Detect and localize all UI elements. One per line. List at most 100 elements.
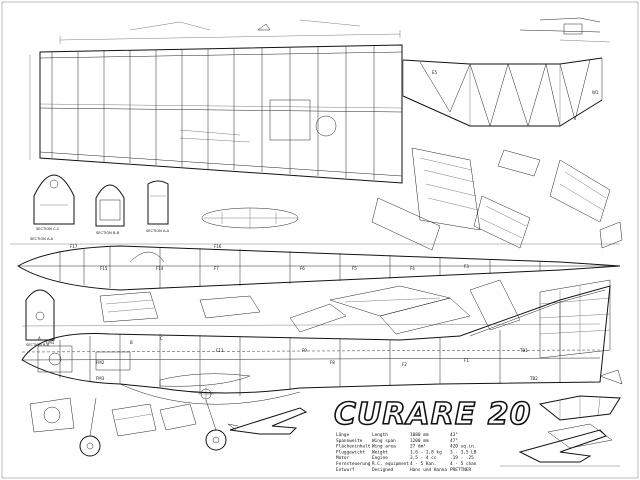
fin-tip-detail <box>599 369 623 385</box>
spec-value-5: 4 - 5 Kan. <box>410 461 436 467</box>
label-section-a1: SECTION A-A <box>30 237 54 241</box>
spec-alt-5: 4 - 5 chan <box>450 461 477 467</box>
fuselage-side-perspective <box>473 195 531 249</box>
servo-hatch <box>269 99 311 141</box>
wing-dihedral-view: E5 W1 <box>402 17 611 127</box>
spec-alt-3: 3 - 3,5 LB <box>450 449 477 455</box>
spec-value-4: 3,5 - 4 cc <box>410 455 437 461</box>
fuselage-top-formers <box>59 247 541 288</box>
plan-title: CURARE 20 <box>334 397 531 432</box>
label-f2: F2 <box>402 362 407 367</box>
front-wheel <box>79 435 101 457</box>
label-f13: F13 <box>216 348 224 353</box>
label-letter-c: C <box>160 336 163 341</box>
label-fm1: FM1 <box>46 340 55 345</box>
label-letter-b: B <box>130 340 133 345</box>
wing-panel-top <box>402 57 603 65</box>
wing-joiner-sketch <box>469 279 521 331</box>
wing-rib-jig-perspective <box>411 147 481 231</box>
spec-en-5: R.C. equipment <box>372 461 409 467</box>
label-f16: F16 <box>214 244 222 249</box>
label-f5: F5 <box>352 266 357 271</box>
wing-truss <box>469 63 561 127</box>
spec-alt-4: .19 - .25 <box>450 455 474 461</box>
spec-value-2: 27 dm² <box>410 444 426 450</box>
wing-plan <box>29 19 403 184</box>
spec-en-3: Weight <box>372 449 388 455</box>
fuselage-belly-line <box>119 383 301 405</box>
engine-mount-sketch <box>99 291 159 323</box>
section-bb-outline <box>95 184 125 227</box>
wing-trailing-edge-sheet <box>39 151 403 177</box>
fuselage-side-view: FM1 FM2 FM3 F13 F9 F8 F2 F1 TB1 TB2 C B … <box>21 285 611 405</box>
landing-gear-details <box>29 397 308 457</box>
fuselage-perspective-top <box>329 285 451 317</box>
label-f14: F14 <box>156 266 164 271</box>
spec-alt-6: PRETTNER <box>450 467 472 473</box>
label-letter-a: A <box>38 336 41 341</box>
wing-outline <box>39 44 403 184</box>
cowl-detail <box>29 397 75 433</box>
fuselage-top-view: F17 F16 F15 F14 F7 F6 F5 F4 F3 <box>10 243 621 291</box>
section-cc-outline <box>33 174 75 225</box>
stab-plan-outline <box>538 395 621 421</box>
wing-airfoil-in-fuselage <box>159 373 251 387</box>
wing-main-spar <box>39 107 403 113</box>
plane-silhouette-right <box>518 429 607 463</box>
fuel-tank-outline <box>95 351 131 371</box>
label-f3: F3 <box>464 264 469 269</box>
label-f4: F4 <box>410 266 415 271</box>
wheel-cutout <box>315 115 337 137</box>
label-tb1: TB1 <box>519 348 528 353</box>
label-fm2: FM2 <box>96 360 105 365</box>
spec-en-6: Designed <box>372 467 394 473</box>
label-f1: F1 <box>464 358 469 363</box>
spec-en-4: Engine <box>372 455 388 461</box>
label-tb2: TB2 <box>529 376 538 381</box>
stab-perspective <box>547 423 613 449</box>
engine-outline <box>37 345 73 373</box>
spec-alt-1: 47" <box>450 438 458 444</box>
label-f15: F15 <box>100 266 108 271</box>
fin-construction-sketch <box>539 279 611 359</box>
wing-spar-2 <box>39 103 403 109</box>
spec-de-6: Entwurf <box>336 467 355 473</box>
label-f6: F6 <box>300 266 305 271</box>
label-w1: W1 <box>592 90 599 95</box>
spec-alt-2: 420 sq.in. <box>450 444 476 450</box>
construction-perspectives <box>371 147 623 251</box>
label-f17: F17 <box>70 244 78 249</box>
wing-ribs <box>51 46 375 180</box>
label-section-bb: SECTION B-B <box>96 231 120 235</box>
fuselage-datum-line <box>21 357 601 361</box>
label-section-aa: SECTION A-A <box>146 229 170 233</box>
spec-de-0: Länge <box>336 432 350 438</box>
spec-value-6: Hans und Hanna <box>410 467 447 473</box>
label-section-cc: SECTION C-C <box>36 227 60 231</box>
label-f8: F8 <box>330 360 335 365</box>
spec-de-1: Spannweite <box>336 438 363 444</box>
label-fm3: FM3 <box>96 376 105 381</box>
label-f7: F7 <box>214 266 219 271</box>
spec-value-0: 1080 mm <box>410 432 429 438</box>
fuselage-section-plan-center <box>201 207 299 229</box>
stab-views <box>500 369 623 467</box>
spec-value-1: 1200 mm <box>410 438 429 444</box>
label-f9: F9 <box>302 348 307 353</box>
spec-en-0: Length <box>372 432 388 438</box>
plane-silhouette-small <box>229 407 308 435</box>
section-aa-outline <box>147 180 169 225</box>
title-block: CURARE 20 Länge Length 1080 mm 43" Spannweit… <box>333 396 531 473</box>
spec-en-2: Wing area <box>372 444 396 450</box>
label-e5: E5 <box>432 70 438 75</box>
fuselage-side-formers <box>59 334 441 396</box>
detail-sketches-middle: SECTION B-B <box>25 279 611 359</box>
cross-sections: SECTION C-C SECTION B-B SECTION A-A SECT… <box>30 174 170 241</box>
section-b1-outline <box>25 289 55 341</box>
fuselage-side-outline <box>21 285 611 394</box>
spec-alt-0: 43" <box>450 432 458 438</box>
